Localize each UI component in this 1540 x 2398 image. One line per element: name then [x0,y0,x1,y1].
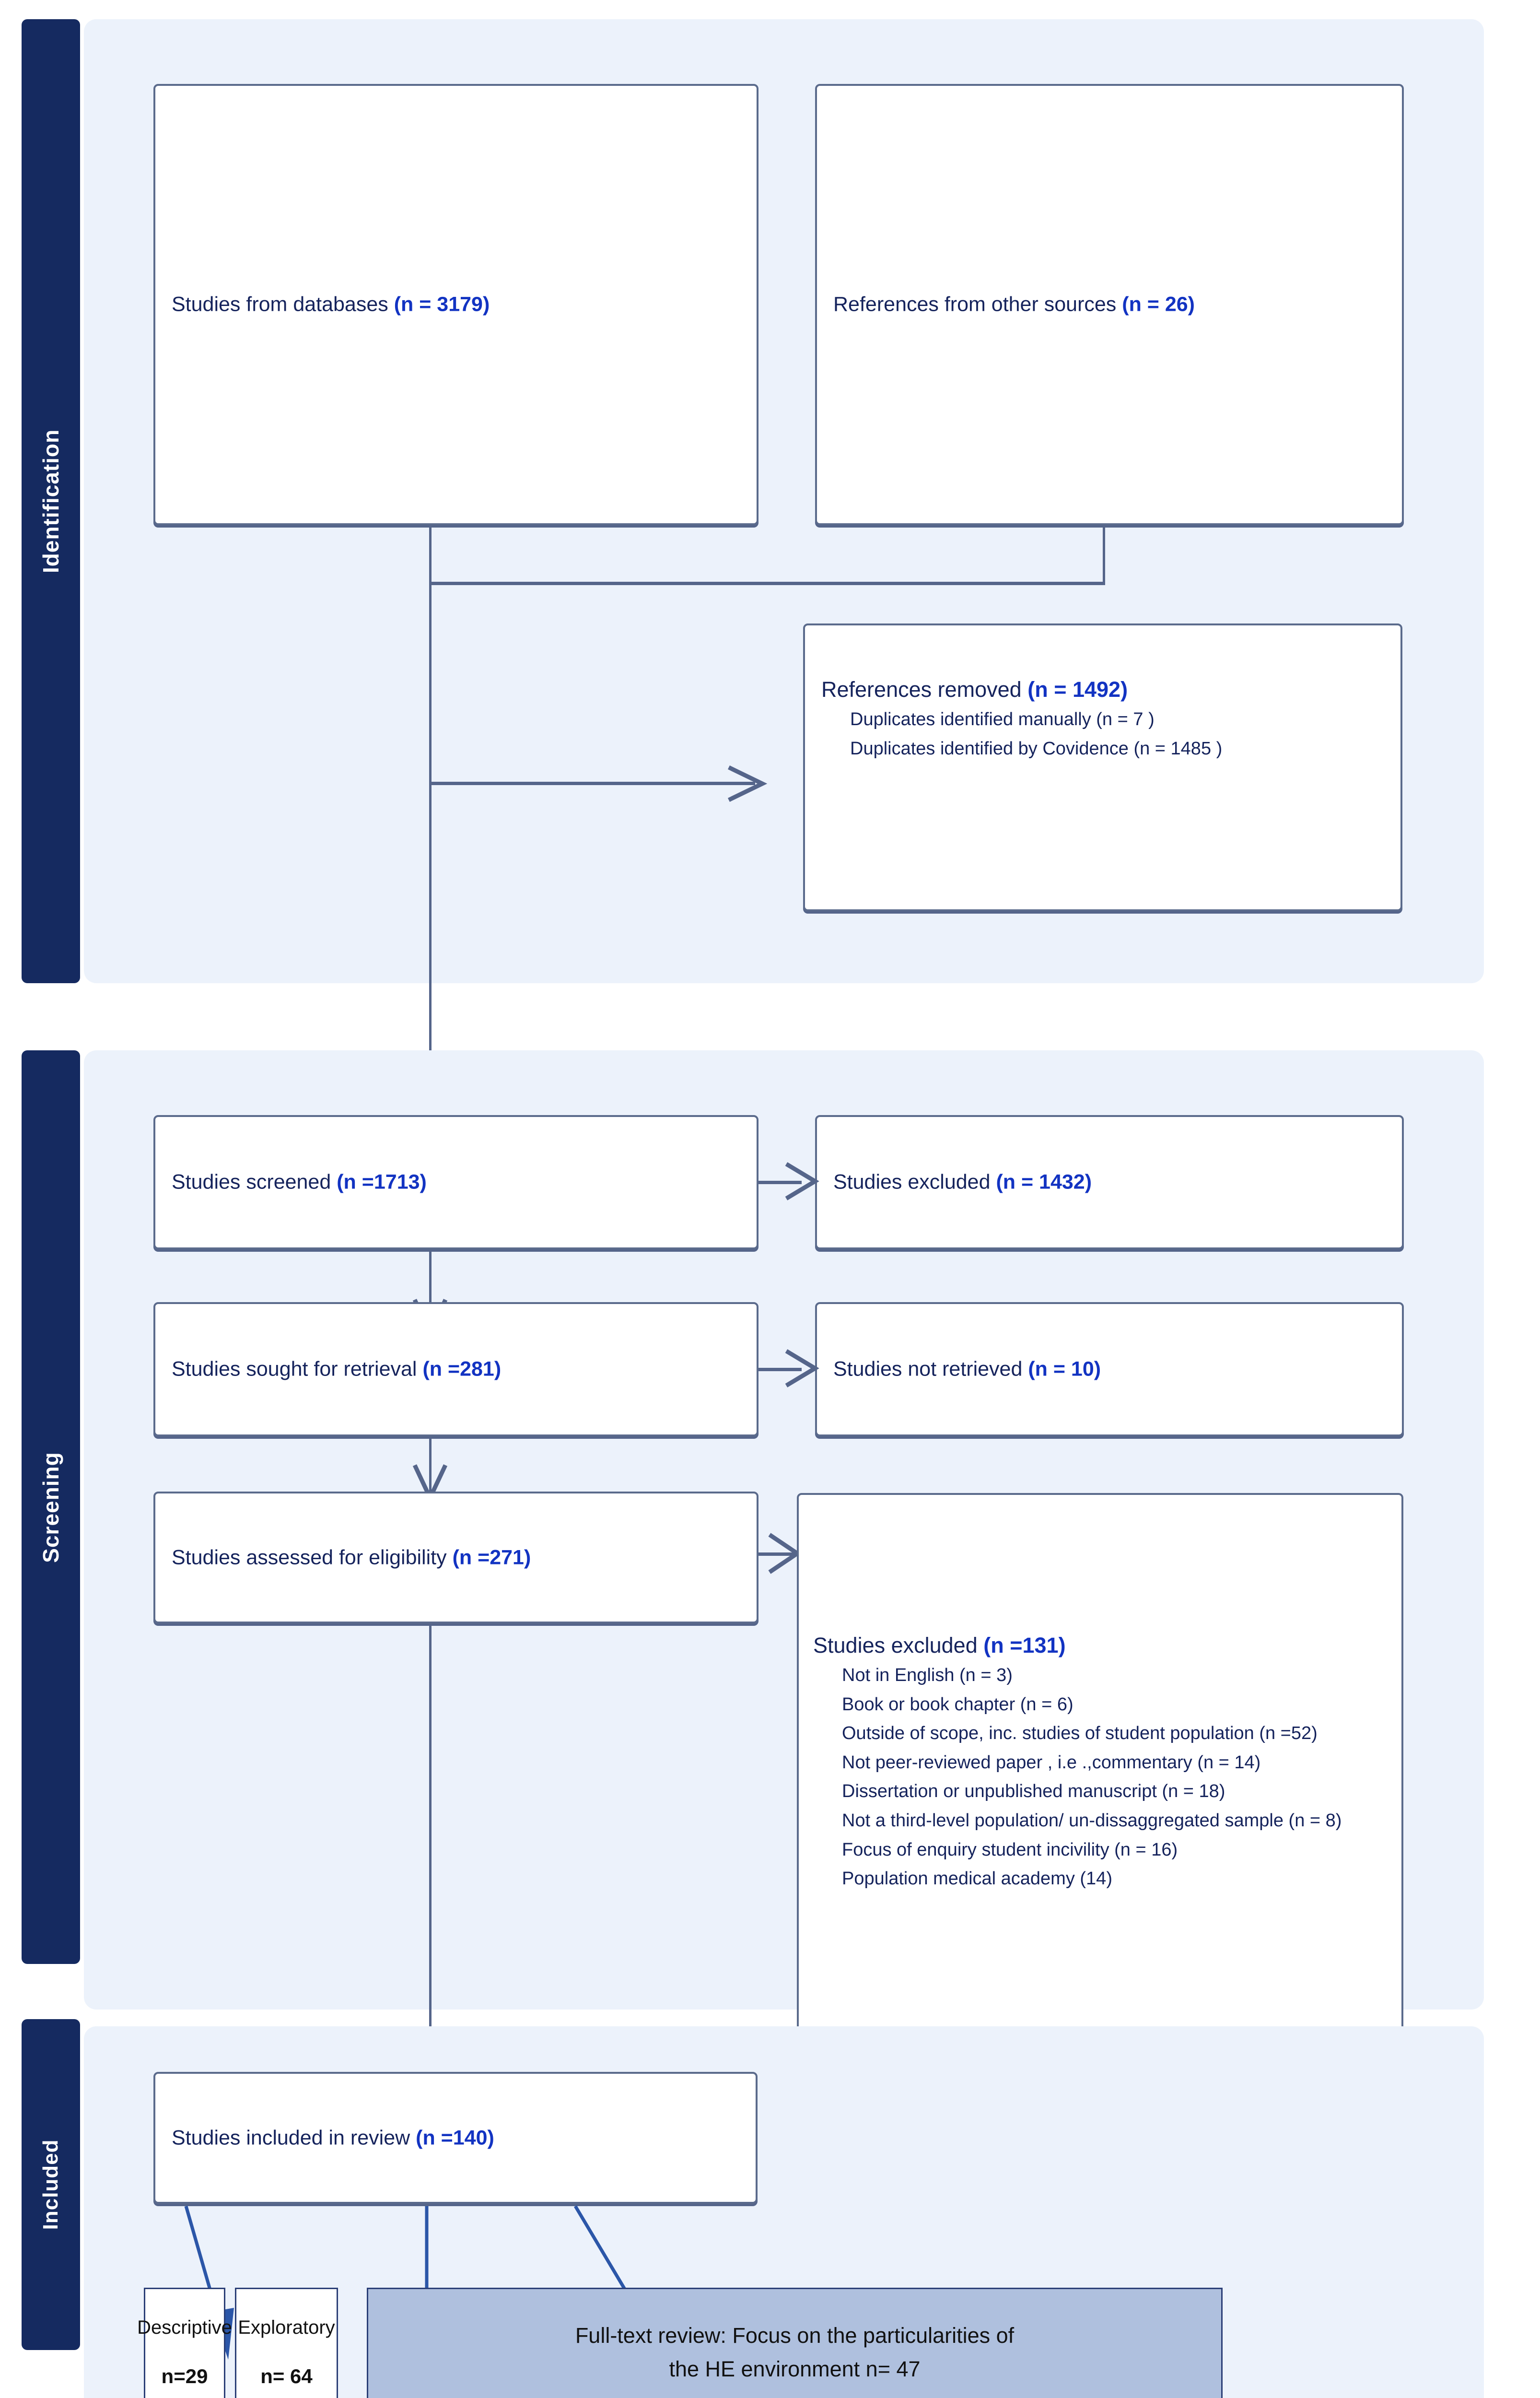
list-item: Not in English (n = 3) [842,1665,1013,1686]
outcome-fulltext-line-1: Full-text review: Focus on the particula… [575,2323,1015,2348]
list-item: Duplicates identified by Covidence (n = … [850,738,1223,759]
stage-label-included: Included [39,2139,62,2230]
box-studies-excluded-screening-text: Studies excluded (n = 1432) [833,1170,1092,1194]
box-studies-not-retrieved-text: Studies not retrieved (n = 10) [833,1357,1101,1381]
outcome-fulltext-line-2: the HE environment n= 47 [669,2357,921,2381]
box-studies-assessed-eligibility: Studies assessed for eligibility (n =271… [153,1492,758,1623]
stage-bar-identification: Identification [22,19,80,983]
box-studies-assessed-eligibility-text: Studies assessed for eligibility (n =271… [172,1545,531,1569]
connector-trunk-to-screening [429,782,432,1084]
list-item: Duplicates identified manually (n = 7 ) [850,709,1155,730]
box-studies-screened: Studies screened (n =1713) [153,1115,758,1249]
outcome-descriptive-count: n=29 [161,2365,208,2387]
arrow-to-removed [728,765,768,802]
box-studies-included-review-text: Studies included in review (n =140) [172,2126,494,2149]
connector-trunk-identification [429,582,432,783]
stage-label-screening: Screening [38,1451,63,1563]
box-studies-sought-retrieval: Studies sought for retrieval (n =281) [153,1302,758,1436]
box-outcome-fulltext-review: Full-text review: Focus on the particula… [367,2288,1223,2398]
connector-assessed-to-excluded [758,1552,797,1556]
box-references-removed-heading: References removed (n = 1492) [821,677,1128,702]
box-references-removed: References removed (n = 1492) Duplicates… [803,623,1402,911]
arrow-screened-to-excluded [785,1162,819,1200]
connector-screened-to-excluded [758,1181,802,1184]
stage-bar-included: Included [22,2019,80,2350]
box-studies-from-databases: Studies from databases (n = 3179) [153,84,758,525]
box-studies-excluded-screening: Studies excluded (n = 1432) [815,1115,1404,1249]
box-studies-included-review: Studies included in review (n =140) [153,2072,758,2204]
box-studies-screened-text: Studies screened (n =1713) [172,1170,427,1194]
connector-sought-to-assessed [429,1436,432,1496]
list-item: Focus of enquiry student incivility (n =… [842,1839,1178,1860]
box-studies-excluded-eligibility-heading: Studies excluded (n =131) [813,1633,1066,1657]
box-studies-not-retrieved: Studies not retrieved (n = 10) [815,1302,1404,1436]
box-references-other-sources: References from other sources (n = 26) [815,84,1404,525]
stage-label-identification: Identification [38,429,63,574]
connector-databases-down [429,525,432,585]
stage-bar-screening: Screening [22,1050,80,1964]
outcome-exploratory-label: Exploratory [238,2317,335,2338]
box-studies-sought-retrieval-text: Studies sought for retrieval (n =281) [172,1357,502,1381]
list-item: Dissertation or unpublished manuscript (… [842,1781,1225,1802]
list-item: Outside of scope, inc. studies of studen… [842,1723,1318,1744]
connector-to-removed [429,782,755,785]
arrow-sought-to-notretrieved [785,1349,819,1387]
box-references-removed-text: References removed (n = 1492) Duplicates… [821,678,1391,759]
list-item: Not peer-reviewed paper , i.e .,commenta… [842,1752,1261,1773]
connector-merge-bar [429,582,1105,585]
box-references-other-sources-text: References from other sources (n = 26) [833,293,1195,316]
list-item: Not a third-level population/ un-dissagg… [842,1810,1342,1831]
eligibility-exclusion-list: Not in English (n = 3) Book or book chap… [813,1665,1397,1889]
connector-screened-to-sought [429,1249,432,1331]
box-outcome-descriptive: Descriptive n=29 [137,2288,232,2398]
connector-sought-to-notretrieved [758,1368,802,1371]
box-outcome-exploratory: Exploratory n= 64 [235,2288,338,2398]
box-studies-excluded-eligibility: Studies excluded (n =131) Not in English… [797,1493,1403,2119]
list-item: Book or book chapter (n = 6) [842,1694,1073,1715]
box-studies-excluded-eligibility-text: Studies excluded (n =131) Not in English… [813,1634,1397,1889]
box-studies-from-databases-text: Studies from databases (n = 3179) [172,293,490,316]
outcome-descriptive-label: Descriptive [137,2317,232,2338]
connector-assessed-to-included [429,1623,432,2081]
connector-othersources-down [1103,525,1105,585]
removed-reason-list: Duplicates identified manually (n = 7 ) … [821,709,1391,759]
list-item: Population medical academy (14) [842,1869,1112,1889]
outcome-exploratory-count: n= 64 [260,2365,313,2387]
